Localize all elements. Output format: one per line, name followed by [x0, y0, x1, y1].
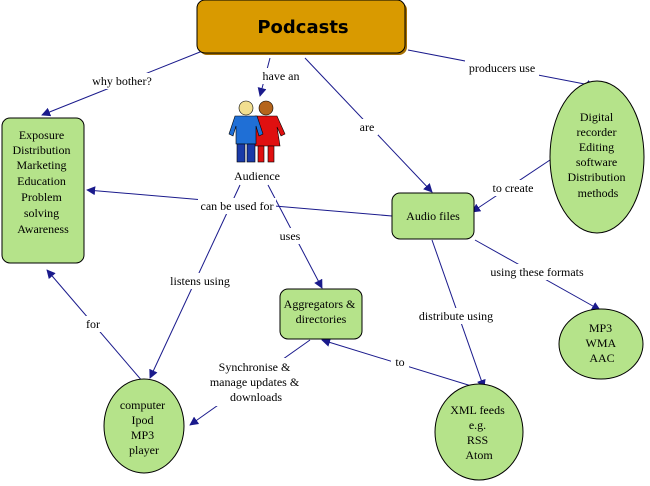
label-can-be-used-for: can be used for [201, 199, 274, 213]
node-podcasts[interactable]: Podcasts [196, 0, 407, 55]
node-audio-files[interactable]: Audio files [391, 192, 475, 240]
edges [41, 49, 601, 426]
label-distribute-using: distribute using [419, 309, 493, 323]
label-to-create: to create [493, 181, 534, 195]
podcasts-title: Podcasts [257, 17, 348, 38]
label-listens-using: listens using [170, 274, 230, 288]
label-uses: uses [280, 229, 301, 243]
node-uses-list[interactable]: Exposure Distribution Marketing Educatio… [1, 117, 85, 264]
node-producer-tools[interactable]: Digital recorder Editing software Distri… [549, 80, 645, 234]
label-have-an: have an [263, 69, 300, 83]
label-for: for [86, 317, 100, 331]
label-producers-use: producers use [469, 61, 535, 75]
producer-tools-text: Digital recorder Editing software Distri… [567, 110, 628, 200]
label-to: to [395, 355, 404, 369]
node-formats[interactable]: MP3 WMA AAC [558, 308, 644, 380]
node-feeds[interactable]: XML feeds e.g. RSS Atom [434, 383, 524, 481]
audio-files-text: Audio files [406, 209, 460, 223]
node-audience[interactable]: Audience [228, 100, 286, 183]
node-aggregators[interactable]: Aggregators & directories [279, 288, 363, 340]
audience-label: Audience [234, 169, 280, 183]
link-labels: why bother? have an producers use are to… [82, 60, 586, 406]
uses-list-text: Exposure Distribution Marketing Educatio… [12, 128, 73, 236]
node-players[interactable]: computer Ipod MP3 player [103, 378, 185, 474]
label-are: are [360, 120, 375, 134]
formats-text: MP3 WMA AAC [586, 321, 619, 365]
label-synchronise: Synchronise & manage updates & downloads [210, 360, 302, 404]
players-text: computer Ipod MP3 player [120, 398, 168, 457]
people-icon [228, 100, 286, 163]
label-why-bother: why bother? [92, 74, 152, 88]
feeds-text: XML feeds e.g. RSS Atom [450, 403, 508, 462]
label-using-formats: using these formats [490, 265, 584, 279]
aggregators-text: Aggregators & directories [284, 297, 359, 326]
